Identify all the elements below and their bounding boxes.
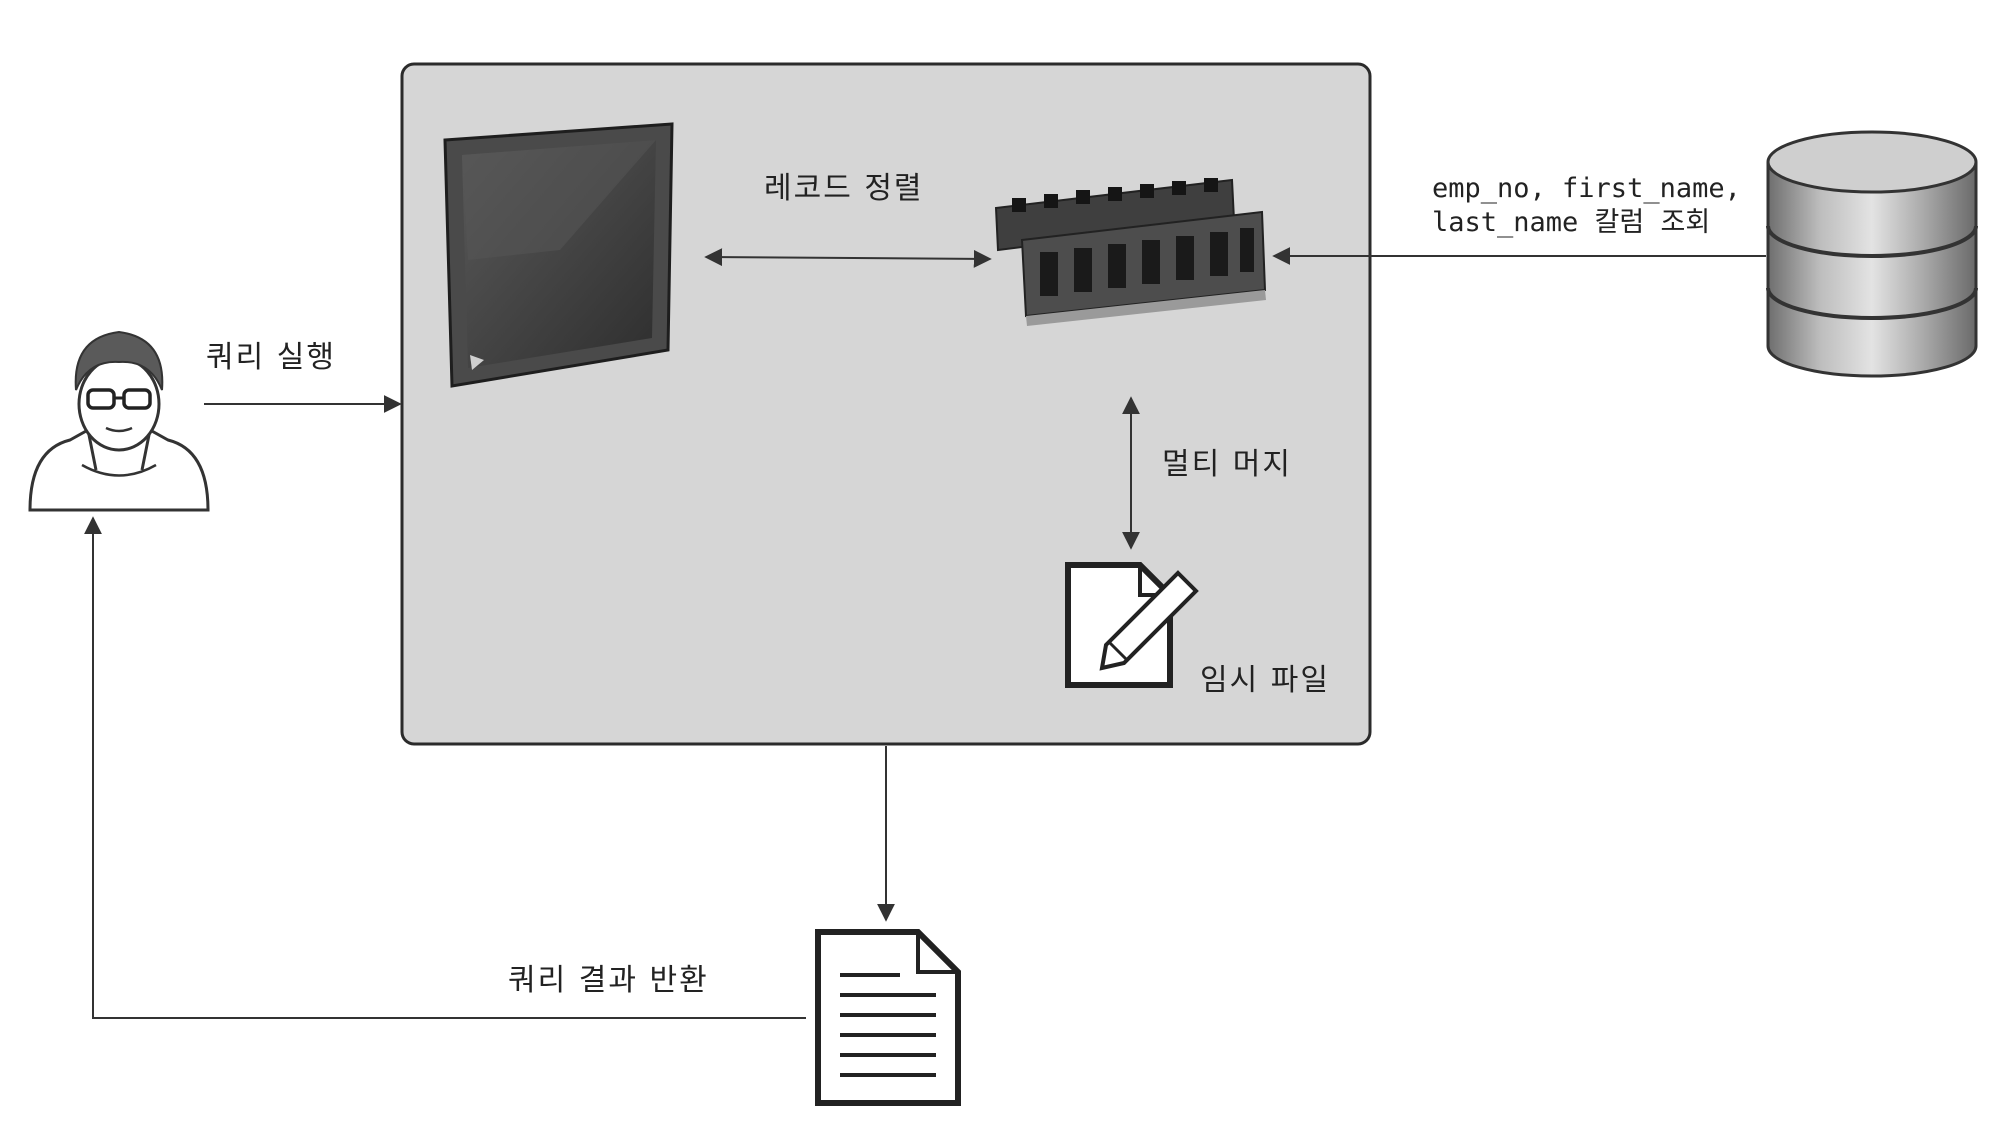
arrow-record-sort bbox=[704, 248, 992, 268]
label-multi-merge: 멀티 머지 bbox=[1162, 447, 1292, 482]
database-icon bbox=[1766, 130, 1978, 378]
arrow-query-result bbox=[84, 516, 806, 1019]
text-document-icon bbox=[815, 929, 961, 1106]
label-query-result: 쿼리 결과 반환 bbox=[508, 963, 709, 998]
label-column-select-line1: emp_no, first_name, bbox=[1432, 173, 1741, 204]
cpu-chip-icon bbox=[443, 122, 674, 388]
edit-document-icon bbox=[1065, 562, 1199, 688]
label-temp-file: 임시 파일 bbox=[1200, 663, 1330, 698]
memory-module-icon bbox=[994, 178, 1267, 326]
label-column-select: emp_no, first_name, last_name 칼럼 조회 bbox=[1432, 172, 1741, 240]
label-query-execute: 쿼리 실행 bbox=[206, 340, 336, 375]
label-column-select-line2: last_name 칼럼 조회 bbox=[1432, 206, 1711, 238]
label-record-sort: 레코드 정렬 bbox=[764, 171, 924, 206]
user-icon bbox=[28, 330, 210, 512]
